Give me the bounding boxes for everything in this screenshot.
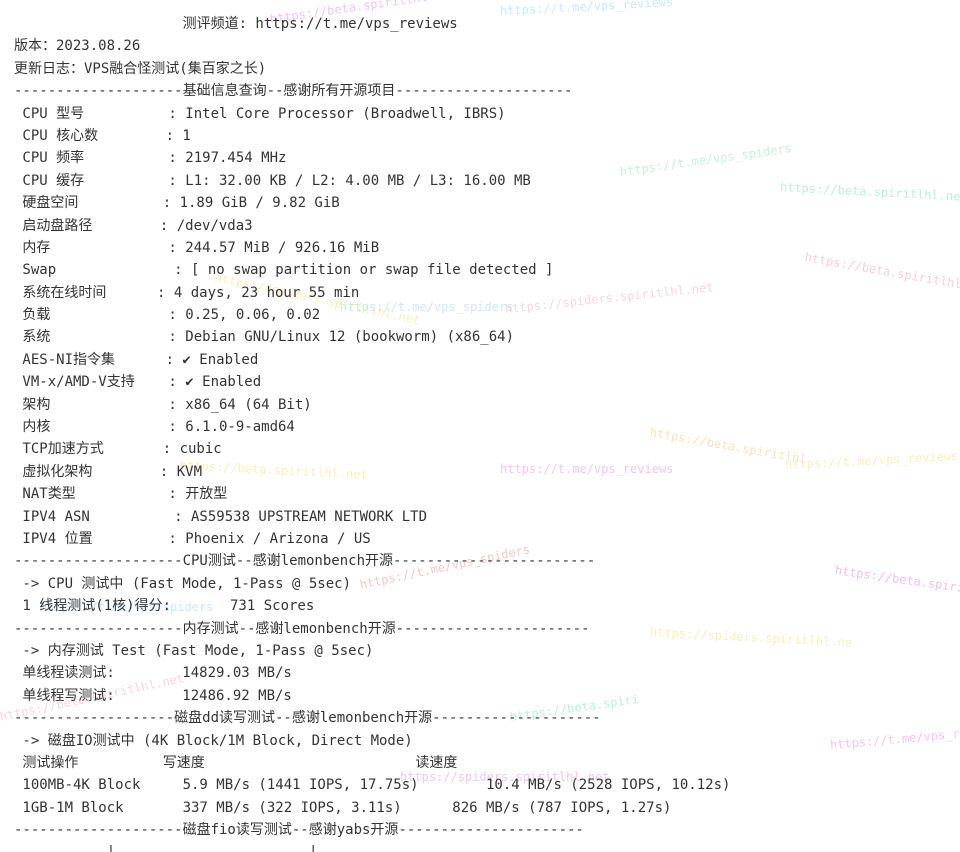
terminal-line: 虚拟化架构 : KVM bbox=[14, 464, 203, 480]
terminal-line: --------------------CPU测试--感谢lemonbench开… bbox=[14, 553, 596, 569]
watermark-text: https://t.me/vps_spiders bbox=[340, 300, 514, 314]
terminal-line: | | bbox=[14, 844, 318, 852]
terminal-line: 测试操作 写速度 读速度 bbox=[14, 755, 458, 771]
terminal-line: -> 内存测试 Test (Fast Mode, 1-Pass @ 5sec) bbox=[14, 643, 374, 659]
terminal-line: Swap : [ no swap partition or swap file … bbox=[14, 262, 554, 278]
terminal-line: CPU 型号 : Intel Core Processor (Broadwell… bbox=[14, 106, 506, 122]
terminal-line: 架构 : x86_64 (64 Bit) bbox=[14, 397, 312, 413]
terminal-line: AES-NI指令集 : ✔ Enabled bbox=[14, 352, 259, 368]
terminal-line: -> 磁盘IO测试中 (4K Block/1M Block, Direct Mo… bbox=[14, 733, 413, 749]
terminal-line: -> CPU 测试中 (Fast Mode, 1-Pass @ 5sec) bbox=[14, 576, 352, 592]
terminal-line: 内存 : 244.57 MiB / 926.16 MiB bbox=[14, 240, 380, 256]
terminal-line: 1 线程测试(1核)得分: 731 Scores bbox=[14, 598, 315, 614]
terminal-line: 100MB-4K Block 5.9 MB/s (1441 IOPS, 17.7… bbox=[14, 777, 731, 793]
terminal-line: --------------------内存测试--感谢lemonbench开源… bbox=[14, 621, 590, 637]
terminal-line: 1GB-1M Block 337 MB/s (322 IOPS, 3.11s) … bbox=[14, 800, 672, 816]
terminal-line: 更新日志：VPS融合怪测试(集百家之长) bbox=[14, 61, 267, 77]
terminal-line: 负载 : 0.25, 0.06, 0.02 bbox=[14, 307, 321, 323]
terminal-line: 单线程读测试: 14829.03 MB/s bbox=[14, 665, 292, 681]
terminal-line: 系统在线时间 : 4 days, 23 hour 55 min bbox=[14, 285, 360, 301]
terminal-line: 内核 : 6.1.0-9-amd64 bbox=[14, 419, 295, 435]
terminal-line: --------------------基础信息查询--感谢所有开源项目----… bbox=[14, 83, 573, 99]
terminal-line: 单线程写测试: 12486.92 MB/s bbox=[14, 688, 292, 704]
terminal-line: NAT类型 : 开放型 bbox=[14, 486, 228, 502]
watermark-text: https://t.me/vps_spiders bbox=[40, 600, 214, 614]
terminal-line: CPU 频率 : 2197.454 MHz bbox=[14, 150, 287, 166]
terminal-line: 测评频道: https://t.me/vps_reviews bbox=[14, 16, 458, 32]
terminal-line: CPU 缓存 : L1: 32.00 KB / L2: 4.00 MB / L3… bbox=[14, 173, 531, 189]
terminal-line: 硬盘空间 : 1.89 GiB / 9.82 GiB bbox=[14, 195, 340, 211]
terminal-line: 版本：2023.08.26 bbox=[14, 38, 141, 54]
terminal-line: 系统 : Debian GNU/Linux 12 (bookworm) (x86… bbox=[14, 329, 515, 345]
terminal-line: IPV4 ASN : AS59538 UPSTREAM NETWORK LTD bbox=[14, 509, 428, 525]
terminal-line: 启动盘路径 : /dev/vda3 bbox=[14, 218, 253, 234]
terminal-line: -------------------磁盘dd读写测试--感谢lemonbenc… bbox=[14, 710, 601, 726]
terminal-line: CPU 核心数 : 1 bbox=[14, 128, 191, 144]
watermark-text: https://spiders.spiritlhl.net bbox=[400, 770, 610, 784]
terminal-line: TCP加速方式 : cubic bbox=[14, 441, 222, 457]
terminal-line: VM-x/AMD-V支持 : ✔ Enabled bbox=[14, 374, 262, 390]
terminal-line: --------------------磁盘fio读写测试--感谢yabs开源-… bbox=[14, 822, 584, 838]
watermark-text: https://t.me/vps_reviews bbox=[500, 462, 674, 476]
terminal-line: IPV4 位置 : Phoenix / Arizona / US bbox=[14, 531, 371, 547]
